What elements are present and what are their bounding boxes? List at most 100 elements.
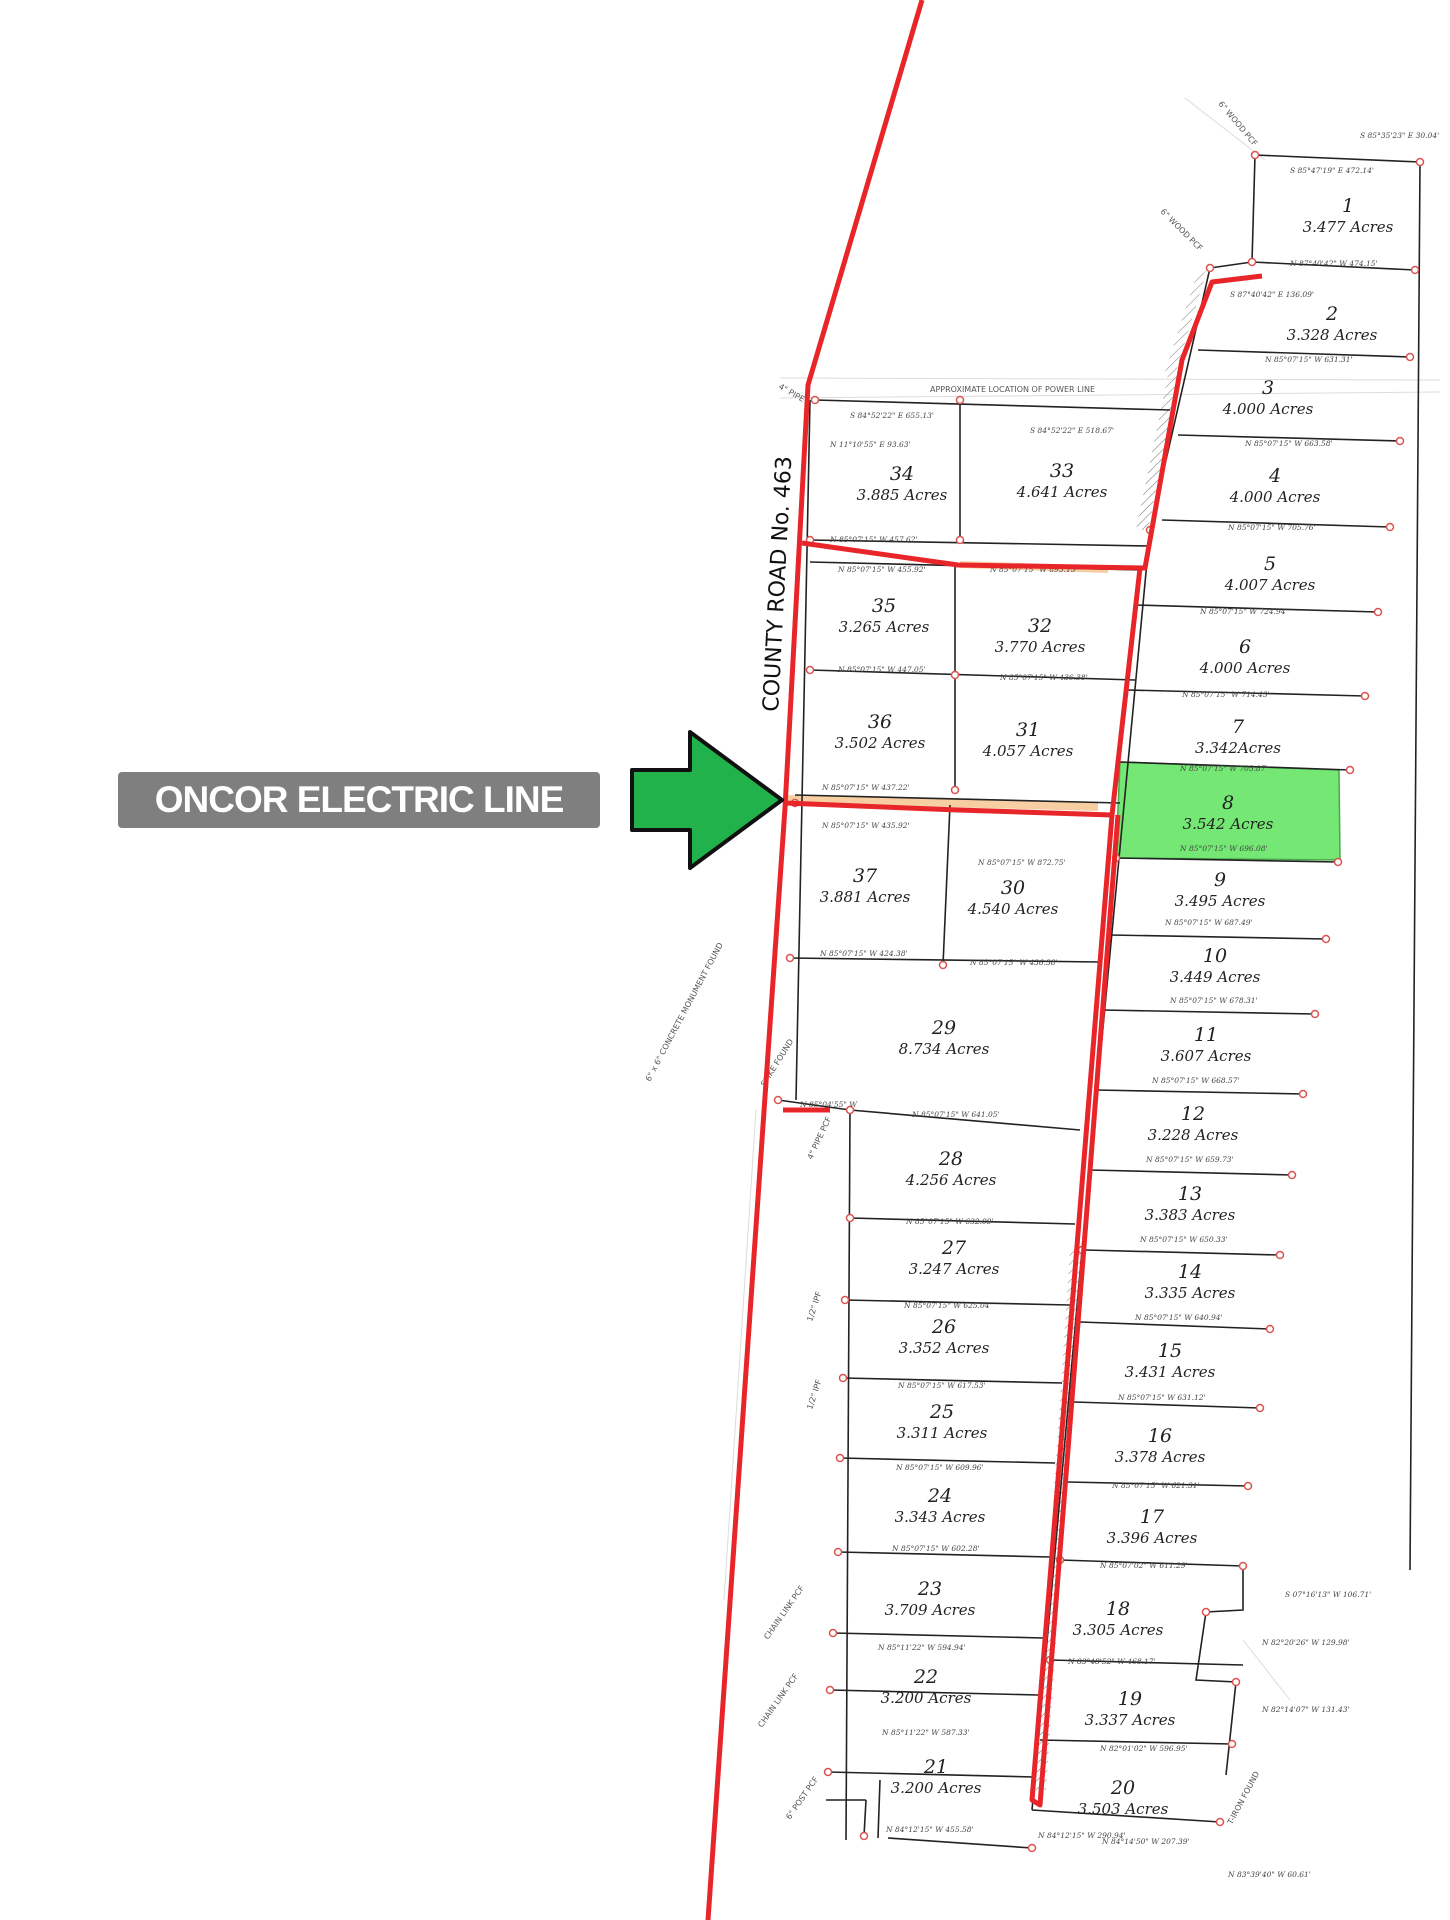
lot-20-number: 20 <box>1110 1777 1135 1799</box>
lot-13: 133.383 Acres <box>1145 1183 1236 1224</box>
lot-29: 298.734 Acres <box>899 1017 990 1058</box>
lot-8-number: 8 <box>1222 792 1234 814</box>
lot-23-number: 23 <box>917 1578 942 1600</box>
lot-36: 363.502 Acres <box>835 711 926 752</box>
lot-9: 93.495 Acres <box>1175 869 1266 910</box>
bearing-label: N 85°07'15" W 457.62' <box>829 535 918 544</box>
easement-strip-37 <box>785 795 1098 811</box>
note-pipe-pcf: 4" PIPE PCF <box>806 1115 834 1161</box>
lot-22-acres: 3.200 Acres <box>881 1689 972 1707</box>
lot-12-number: 12 <box>1181 1103 1205 1125</box>
lot-12: 123.228 Acres <box>1148 1103 1239 1144</box>
bearing-label: N 85°07'15" W 893.15' <box>989 565 1078 574</box>
easement-lot2 <box>1164 270 1207 375</box>
bearing-label: N 85°07'15" W 678.31' <box>1169 996 1258 1005</box>
note-ipf-2: 1/2" IPF <box>805 1378 823 1411</box>
lot-11-acres: 3.607 Acres <box>1161 1047 1252 1065</box>
bearing-label: N 85°07'15" W 609.96' <box>895 1463 984 1472</box>
lot-14: 143.335 Acres <box>1145 1261 1236 1302</box>
lot-4-acres: 4.000 Acres <box>1229 488 1321 506</box>
lot-33-acres: 4.641 Acres <box>1016 483 1108 501</box>
note-t-iron: T-IRON FOUND <box>1225 1770 1261 1827</box>
lot-10-acres: 3.449 Acres <box>1170 968 1261 986</box>
lot-14-acres: 3.335 Acres <box>1145 1284 1236 1302</box>
bearing-label: N 85°07'15" W 640.94' <box>1134 1313 1223 1322</box>
bearing-label: N 83°39'40" W 60.61' <box>1227 1870 1311 1879</box>
bearing-label: N 85°07'15" W 705.76' <box>1227 523 1316 532</box>
bearing-label: N 85°07'15" W 435.92' <box>821 821 910 830</box>
lot-27-acres: 3.247 Acres <box>909 1260 1000 1278</box>
lot-5-number: 5 <box>1264 553 1276 575</box>
lot-31: 314.057 Acres <box>982 719 1074 760</box>
lot-22: 223.200 Acres <box>881 1666 972 1707</box>
lot-23: 233.709 Acres <box>885 1578 976 1619</box>
callout-arrow-icon <box>630 730 784 870</box>
bearing-label: N 85°04'55" W <box>799 1100 858 1109</box>
lot-23-acres: 3.709 Acres <box>885 1601 976 1619</box>
lot-11-number: 11 <box>1194 1024 1218 1046</box>
bearing-label: N 85°07'02" W 611.29' <box>1099 1561 1188 1570</box>
lot-12-acres: 3.228 Acres <box>1148 1126 1239 1144</box>
lot-35-acres: 3.265 Acres <box>839 618 930 636</box>
power-line-main <box>705 0 925 1920</box>
power-line-branch-center <box>784 567 1143 818</box>
lot-36-number: 36 <box>868 711 892 733</box>
lot-13-number: 13 <box>1178 1183 1202 1205</box>
bearing-label: N 85°07'15" W 714.43' <box>1181 690 1270 699</box>
lot-28-acres: 4.256 Acres <box>905 1171 997 1189</box>
lot-21-number: 21 <box>923 1756 948 1778</box>
lot-15-acres: 3.431 Acres <box>1125 1363 1216 1381</box>
bearing-label: N 85°07'15" W 424.38' <box>819 949 908 958</box>
note-pipe: 4" PIPE <box>777 382 806 404</box>
bearing-label: N 85°07'15" W 625.04' <box>903 1301 992 1310</box>
lot-20: 203.503 Acres <box>1078 1777 1169 1818</box>
oncor-electric-line-callout: ONCOR ELECTRIC LINE <box>118 772 600 828</box>
oncor-power-line <box>705 0 1263 1920</box>
lot-17-number: 17 <box>1140 1506 1165 1528</box>
bearing-label: N 85°07'15" W 668.57' <box>1151 1076 1240 1085</box>
lot-9-acres: 3.495 Acres <box>1175 892 1266 910</box>
bearing-label: S 85°47'19" E 472.14' <box>1290 166 1374 175</box>
lot-3: 34.000 Acres <box>1222 377 1314 418</box>
bearing-label: S 84°52'22" E 518.67' <box>1030 426 1114 435</box>
lot-19-number: 19 <box>1118 1688 1142 1710</box>
easement-lot33 <box>1136 375 1180 530</box>
bearing-label: N 87°40'42" W 474.15' <box>1289 259 1378 268</box>
lot-5: 54.007 Acres <box>1224 553 1316 594</box>
lot-3-number: 3 <box>1262 377 1274 399</box>
lot-32-number: 32 <box>1028 615 1052 637</box>
bearing-label: N 82°20'26" W 129.98' <box>1261 1638 1350 1647</box>
lot-1: 13.477 Acres <box>1303 195 1394 236</box>
lot-32-acres: 3.770 Acres <box>995 638 1086 656</box>
note-post-pcf: 6" POST PCF <box>784 1775 820 1821</box>
bearing-label: N 84°14'50" W 207.39' <box>1101 1837 1190 1846</box>
lot-25: 253.311 Acres <box>897 1401 988 1442</box>
lot-7-number: 7 <box>1232 716 1245 738</box>
lot-24: 243.343 Acres <box>895 1485 986 1526</box>
lot-37: 373.881 Acres <box>820 865 911 906</box>
bearing-label: N 82°14'07" W 131.43' <box>1261 1705 1350 1714</box>
lot-30-acres: 4.540 Acres <box>967 900 1059 918</box>
lot-35-number: 35 <box>872 595 896 617</box>
bearing-label: N 85°07'15" W 659.73' <box>1145 1155 1234 1164</box>
bearing-label: N 85°11'22" W 594.94' <box>877 1643 966 1652</box>
lot-11: 113.607 Acres <box>1161 1024 1252 1065</box>
note-power-line: APPROXIMATE LOCATION OF POWER LINE <box>930 385 1095 394</box>
lot-15: 153.431 Acres <box>1125 1340 1216 1381</box>
corner-markers <box>773 150 1425 1853</box>
lot-10-number: 10 <box>1203 945 1227 967</box>
lot-6-acres: 4.000 Acres <box>1199 659 1291 677</box>
lot-37-number: 37 <box>853 865 878 887</box>
bearing-label: N 84°12'15" W 290.94' <box>1037 1831 1126 1840</box>
lot-15-number: 15 <box>1158 1340 1182 1362</box>
lot-6: 64.000 Acres <box>1199 636 1291 677</box>
power-line-branch-south <box>1029 814 1121 1808</box>
bearing-label: N 85°07'15" W 436.38' <box>969 958 1058 967</box>
lot-7-acres: 3.342Acres <box>1195 739 1281 757</box>
bearing-label: N 11°10'55" E 93.63' <box>829 440 911 449</box>
lot-21: 213.200 Acres <box>891 1756 982 1797</box>
lot-29-acres: 8.734 Acres <box>899 1040 990 1058</box>
lot-17: 173.396 Acres <box>1107 1506 1198 1547</box>
note-monument: 6" x 6" CONCRETE MONUMENT FOUND <box>644 941 725 1083</box>
